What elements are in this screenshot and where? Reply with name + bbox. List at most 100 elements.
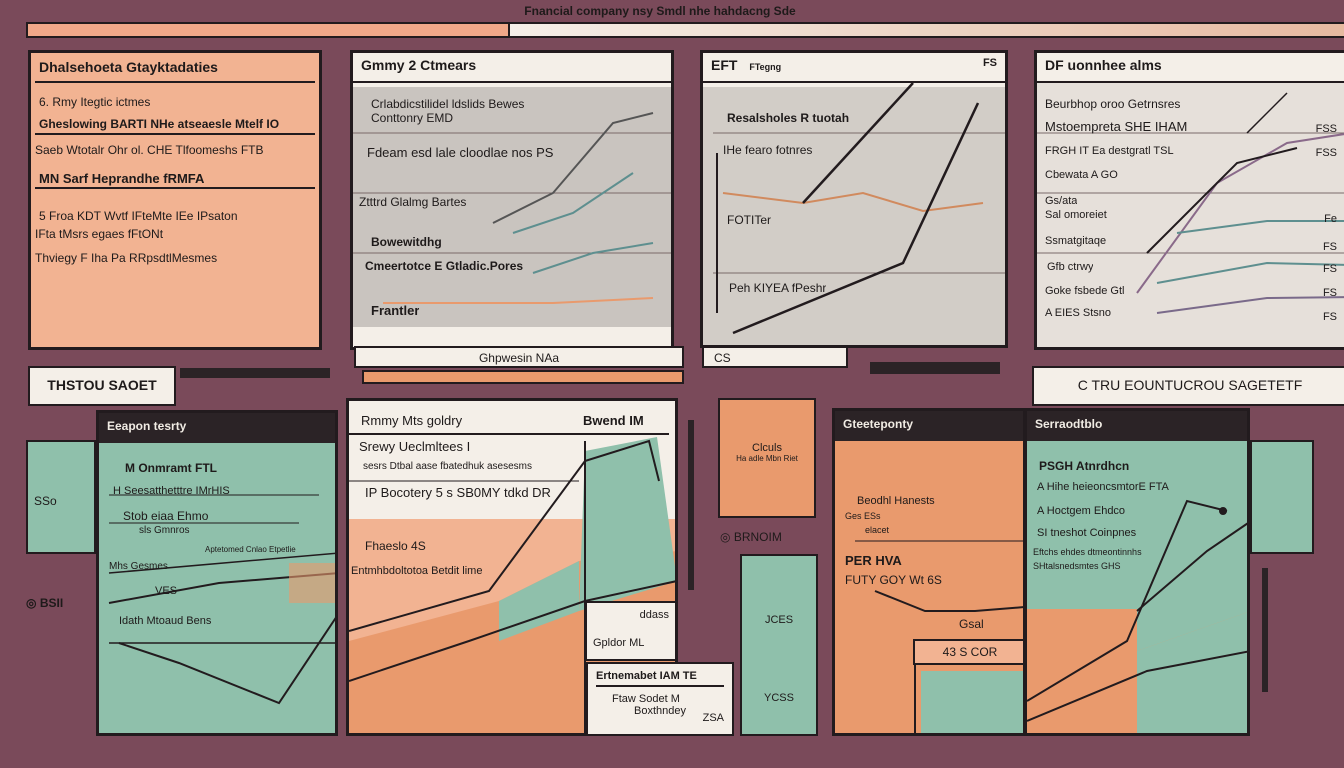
panel-6-line: IP Bocotery 5 s SB0MY tdkd DR bbox=[365, 485, 551, 500]
left-badge-text: BSII bbox=[39, 596, 64, 610]
panel-2-lines bbox=[353, 112, 671, 304]
panel-9-line: A Hihe heieoncsmtorE FTA bbox=[1037, 481, 1169, 493]
panel-3-heading-right: FS bbox=[982, 57, 997, 69]
orange-small-sub: Ha adle Mbn Riet bbox=[736, 454, 798, 463]
panel-4-line: Gfb ctrwy bbox=[1047, 261, 1094, 273]
note-box: Ertnemabet IAM TE Ftaw Sodet M Boxthndey… bbox=[586, 662, 734, 736]
panel-3-header: EFT FTegng FS bbox=[703, 53, 1005, 83]
panel-4-value: FSS bbox=[1315, 147, 1337, 159]
panel-5-line: Idath Mtoaud Bens bbox=[119, 615, 212, 627]
note-line: Ftaw Sodet M bbox=[612, 693, 680, 705]
panel-5-small: Aptetomed Cnlao Etpetlie bbox=[205, 545, 296, 554]
panel-4-line: FRGH IT Ea destgratl TSL bbox=[1045, 145, 1174, 157]
panel-5-line: M Onmramt FTL bbox=[125, 461, 217, 475]
mid-label-icon: ◎ bbox=[720, 530, 731, 544]
panel-4-line: Goke fsbede Gtl bbox=[1045, 285, 1125, 297]
panel-3-lines bbox=[713, 82, 1005, 335]
panel-2-heading: Gmmy 2 Ctmears bbox=[361, 57, 477, 73]
panel-9-line: PSGH Atnrdhcn bbox=[1039, 459, 1130, 473]
chart-panel-9: Serraodtblo PSGH Atnrdhcn A Hihe heieonc… bbox=[1024, 408, 1250, 736]
panel-4-line: Cbewata A GO bbox=[1045, 169, 1118, 181]
panel-8-line: Ges ESs bbox=[845, 511, 881, 521]
connector-vertical bbox=[688, 420, 694, 590]
panel-8-line: PER HVA bbox=[845, 553, 902, 568]
panel-8-header: Gteeteponty bbox=[835, 411, 1023, 441]
panel-9-line: Eftchs ehdes dtmeontinnhs bbox=[1033, 547, 1142, 557]
panel-5-lines bbox=[108, 494, 335, 705]
panel-5-line: H Seesatthetttre IMrHIS bbox=[113, 485, 230, 497]
panel-4-line: Ssmatgitaqe bbox=[1045, 235, 1107, 247]
panel-3-heading-tag: FTegng bbox=[749, 62, 782, 72]
panel-2-line: Frantler bbox=[371, 303, 420, 318]
panel-9-chart bbox=[1027, 499, 1247, 733]
connector-bar-left bbox=[180, 368, 330, 378]
panel-5-line: VES bbox=[155, 585, 178, 597]
page-title: Fnancial company nsy Smdl nhe hahdacng S… bbox=[524, 4, 796, 18]
panel-9-header: Serraodtblo bbox=[1027, 411, 1247, 441]
panel-2-orange-strip bbox=[362, 370, 684, 384]
side-teal-box: SSo bbox=[26, 440, 96, 554]
panel-4-value: FS bbox=[1322, 263, 1337, 275]
orange-small-box: Clculs Ha adle Mbn Riet bbox=[718, 398, 816, 518]
panel-2-shade bbox=[353, 87, 671, 327]
connector-bar-mid bbox=[870, 362, 1000, 374]
panel-2-line: Crlabdicstilidel ldslids Bewes bbox=[371, 97, 525, 111]
panel-8-lines bbox=[855, 540, 1023, 733]
panel-4-line: Mstoempreta SHE IHAM bbox=[1045, 119, 1188, 134]
teal-column-label: JCES bbox=[764, 614, 794, 626]
panel-1-line: Saeb Wtotalr Ohr ol. CHE Tlfoomeshs FTB bbox=[35, 143, 264, 157]
panel-2-line: Conttonry EMD bbox=[371, 111, 454, 125]
panel-4-value: FS bbox=[1322, 287, 1337, 299]
panel-3-heading: EFT bbox=[711, 57, 738, 73]
panel-2-footer-label: Ghpwesin NAa bbox=[478, 351, 560, 365]
panel-1-heading: Dhalsehoeta Gtayktadaties bbox=[39, 59, 218, 75]
panel-5-line: Stob eiaa Ehmo bbox=[123, 509, 209, 523]
left-badge: ◎ BSII bbox=[26, 596, 70, 620]
teal-column: JCES YCSS bbox=[740, 554, 818, 736]
panel-8-line: elacet bbox=[865, 525, 890, 535]
box-label-right: C TRU EOUNTUCROU SAGETETF bbox=[1032, 366, 1344, 406]
panel-4-value: Fe bbox=[1324, 213, 1337, 225]
panel-8-heading: Gteeteponty bbox=[843, 417, 914, 431]
panel-9-heading: Serraodtblo bbox=[1035, 417, 1103, 431]
panel-2-header: Gmmy 2 Ctmears bbox=[353, 53, 671, 83]
panel-9-line: A Hoctgem Ehdco bbox=[1037, 505, 1126, 517]
panel-4-value: FS bbox=[1322, 311, 1337, 323]
panel-3-footer: CS bbox=[702, 346, 848, 368]
panel-6-heading: Rmmy Mts goldry bbox=[361, 413, 463, 428]
box-label-right-text: C TRU EOUNTUCROU SAGETETF bbox=[1077, 377, 1303, 393]
panel-1-line: Gheslowing BARTI NHe atseaesle Mtelf IO bbox=[39, 117, 280, 131]
panel-1-line: IFta tMsrs egaes fFtONt bbox=[35, 227, 164, 241]
panel-4-lines bbox=[1037, 92, 1344, 314]
panel-8-tag2: Gsal bbox=[959, 617, 984, 631]
panel-8-line: Beodhl Hanests bbox=[857, 495, 935, 507]
panel-1-line: 5 Froa KDT Wvtf IFteMte IEe IPsaton bbox=[39, 209, 238, 223]
panel-9-line: SHtalsnedsmtes GHS bbox=[1033, 561, 1121, 571]
panel-1-line: Thviegy F Iha Pa RRpsdtlMesmes bbox=[35, 251, 218, 265]
info-panel-1: Dhalsehoeta Gtayktadaties 6. Rmy Itegtic… bbox=[28, 50, 322, 350]
top-bar-right bbox=[508, 22, 1344, 38]
panel-6-heading-right: Bwend IM bbox=[583, 413, 644, 428]
mid-label-text: BRNOIM bbox=[733, 530, 782, 544]
chart-panel-2: Gmmy 2 Ctmears Crlabdicstilidel ldslids … bbox=[350, 50, 674, 350]
note-title: Ertnemabet IAM TE bbox=[596, 670, 724, 687]
panel-4-line: Sal omoreiet bbox=[1045, 209, 1107, 221]
orange-small-label: Clculs bbox=[752, 442, 782, 454]
panel-4-line: A EIES Stsno bbox=[1045, 307, 1112, 319]
panel-4-value: FSS bbox=[1315, 123, 1337, 135]
top-bar-left bbox=[26, 22, 510, 38]
panel-2-line: Bowewitdhg bbox=[371, 235, 442, 249]
panel-5-heading: Eeapon tesrty bbox=[107, 419, 187, 433]
panel-8-tag: 43 S COR bbox=[913, 639, 1023, 665]
panel-4-value: FS bbox=[1322, 241, 1337, 253]
panel-2-footer: Ghpwesin NAa bbox=[354, 346, 684, 368]
panel-6-line: Srewy Ueclmltees I bbox=[359, 439, 471, 454]
panel-3-line: Peh KIYEA fPeshr bbox=[729, 281, 827, 295]
chart-panel-8: Gteeteponty Beodhl Hanests Ges ESs elace… bbox=[832, 408, 1026, 736]
panel-6-line: Entmhbdoltotoa Betdit lime bbox=[351, 565, 483, 577]
panel-8-line: FUTY GOY Wt 6S bbox=[845, 573, 942, 587]
panel-9-line: SI tneshot Coinpnes bbox=[1037, 527, 1137, 539]
panel-3-line: IHe fearo fotnres bbox=[723, 143, 813, 157]
panel-6-footer-box: ddass Gpldor ML bbox=[585, 601, 675, 661]
panel-2-line: Cmeertotce E Gtladic.Pores bbox=[365, 259, 524, 273]
